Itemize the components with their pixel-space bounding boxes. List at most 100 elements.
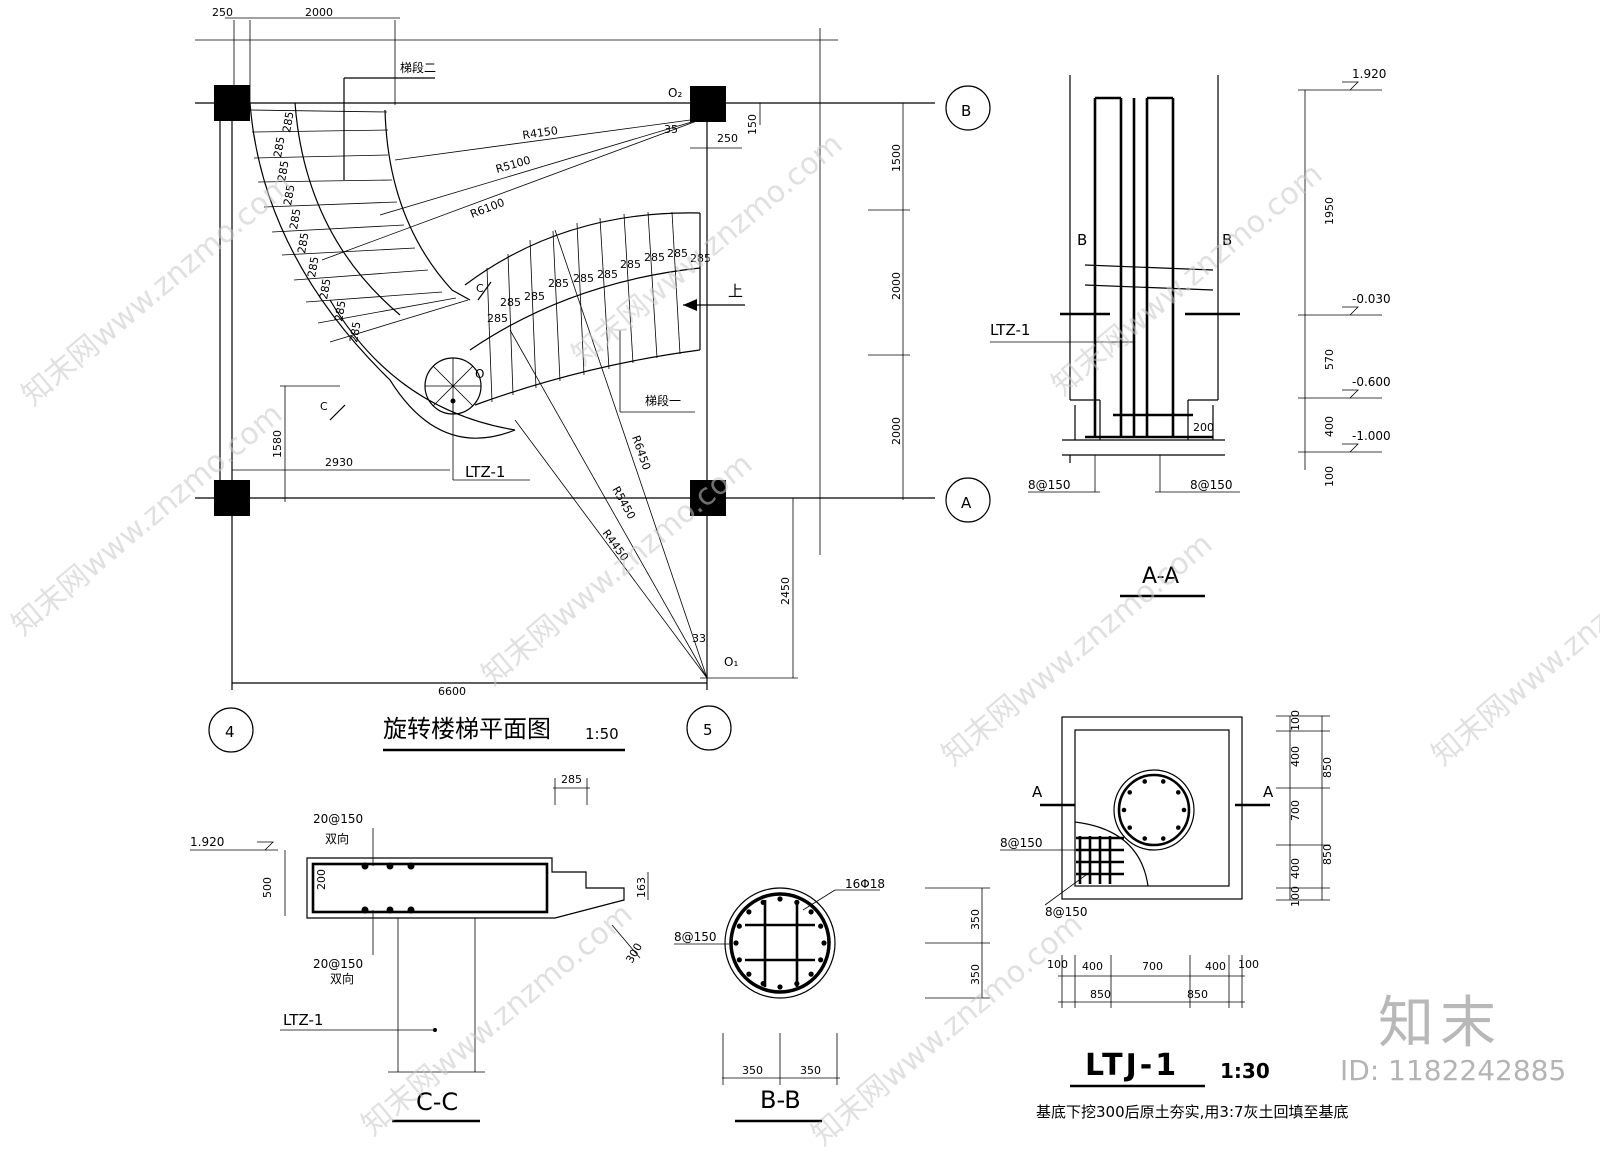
bb-main-bar-dot xyxy=(818,923,824,929)
cc-dim-500: 500 xyxy=(261,877,274,898)
tread-line xyxy=(671,211,681,355)
bb-main-bar-dot xyxy=(777,896,783,902)
flight1-treads xyxy=(486,211,681,403)
axis-bubble-5 xyxy=(686,705,732,751)
column-b5 xyxy=(690,86,726,122)
aa-vdim-400: 400 xyxy=(1323,416,1336,437)
axis-label-4: 4 xyxy=(225,723,235,741)
cc-bottom-bar-3 xyxy=(407,906,415,914)
bb-main-bar-dot xyxy=(808,909,814,915)
radius-r6450-line xyxy=(554,229,708,679)
ltj-note: 基底下挖300后原土夯实,用3:7灰土回填至基底 xyxy=(1036,1103,1349,1121)
cc-bottom-rebar: 20@150 xyxy=(313,957,363,971)
watermark-id: ID: 1182242885 xyxy=(1340,1054,1567,1087)
ltj-rebar-top: 8@150 xyxy=(1000,836,1043,850)
ltj-rdim-100-a: 100 xyxy=(1289,710,1302,731)
ltj-column-stirrup xyxy=(1117,773,1191,847)
axis-bubble-4 xyxy=(208,707,254,753)
cc-dim-200: 200 xyxy=(315,869,328,890)
tread-dim-285: 285 xyxy=(667,247,688,260)
ltj-bottom-ticks xyxy=(1061,955,1243,1008)
ltj-rebar-bottom-leader xyxy=(1044,871,1091,906)
tread-dim-285: 285 xyxy=(500,296,521,309)
tread-line xyxy=(329,299,469,343)
tread-line xyxy=(249,109,388,113)
section-bb: 16Φ18 8@150 350 350 350 350 B-B xyxy=(674,877,990,1123)
ltj-title: LTJ-1 xyxy=(1085,1048,1179,1083)
tread-line xyxy=(257,179,393,183)
ltj-btotal-850-a: 850 xyxy=(1090,988,1111,1001)
tread-dim-285: 285 xyxy=(281,184,297,207)
radius-r6100: R6100 xyxy=(468,196,506,221)
aa-rebar-left: 8@150 xyxy=(1028,478,1071,492)
ltj-rtotal-850-a: 850 xyxy=(1321,757,1334,778)
aa-ltz-label: LTZ-1 xyxy=(990,321,1030,339)
ltj-bdim-400-b: 400 xyxy=(1205,960,1226,973)
cc-top-bar-3 xyxy=(407,862,415,870)
center-post-spokes xyxy=(425,358,481,414)
break-mark-2 xyxy=(1084,284,1214,291)
ltj-bar-dot xyxy=(1175,825,1181,830)
tread-dim-285: 285 xyxy=(317,278,333,301)
flight2-inner-edge xyxy=(384,109,471,301)
ltj-bdim-100-a: 100 xyxy=(1047,958,1068,971)
cc-top-bar-2 xyxy=(386,862,394,870)
elevation-triangle xyxy=(1342,389,1359,399)
cc-elevation: 1.920 xyxy=(190,835,224,849)
radius-r5450: R5450 xyxy=(609,484,638,521)
bb-dim-350-a: 350 xyxy=(742,1064,763,1077)
dim-2000-a: 2000 xyxy=(890,272,903,300)
ltj-bar-dot xyxy=(1181,807,1187,813)
up-label: 上 xyxy=(728,282,743,300)
tread-dim-285: 285 xyxy=(275,160,291,183)
cut-mark-c-upper xyxy=(477,281,492,301)
tread-dim-285: 285 xyxy=(287,208,303,231)
dim-150: 150 xyxy=(746,114,759,135)
radius-r6100-line xyxy=(321,117,706,261)
flight2-label: 梯段二 xyxy=(400,60,436,75)
tread-line xyxy=(576,222,585,376)
elevation-marks: 1.920-0.030-0.600-1.000 xyxy=(1342,67,1391,453)
cc-top-note: 双向 xyxy=(325,831,349,846)
cut-label-b-left: B xyxy=(1077,231,1087,249)
ltj-bar-dot xyxy=(1175,790,1181,795)
radius-r4450: R4450 xyxy=(600,527,631,563)
ltj-rdim-100-b: 100 xyxy=(1289,886,1302,907)
tread-line xyxy=(623,213,634,364)
ltj-btotal-850-b: 850 xyxy=(1187,988,1208,1001)
ltj-bar-dot xyxy=(1121,807,1127,813)
tread-line xyxy=(507,253,514,396)
dim-1500: 1500 xyxy=(890,144,903,172)
cc-bottom-bar-1 xyxy=(361,906,369,914)
ltj-right-ticks xyxy=(1276,715,1330,901)
center-o-label: O xyxy=(475,367,484,381)
cc-beam-rebar-cage xyxy=(311,862,549,914)
bb-main-bar-dot xyxy=(821,940,827,946)
cc-ltz-dot xyxy=(433,1028,437,1032)
aa-vdim-100: 100 xyxy=(1323,466,1336,487)
elevation-value: -0.030 xyxy=(1352,292,1391,306)
radius-r5100: R5100 xyxy=(494,154,532,176)
plan-title: 旋转楼梯平面图 xyxy=(383,715,551,743)
dim-1580: 1580 xyxy=(271,430,284,458)
ltj-bdim-400-a: 400 xyxy=(1082,960,1103,973)
ltj-bdim-700: 700 xyxy=(1142,960,1163,973)
elevation-value: 1.920 xyxy=(1352,67,1386,81)
cut-label-b-right: B xyxy=(1222,231,1232,249)
bb-main-bar-dot xyxy=(794,981,800,987)
dim-6600: 6600 xyxy=(438,685,466,698)
axis-bubble-a xyxy=(945,477,991,523)
bb-column-outline xyxy=(724,887,836,999)
tread-dim-285: 285 xyxy=(347,321,363,344)
ltj-bar-dot xyxy=(1142,836,1148,841)
tread-line xyxy=(647,211,658,359)
ltj-rebar-bottom: 8@150 xyxy=(1045,905,1088,919)
elevation-value: -1.000 xyxy=(1352,429,1391,443)
cc-top-bar-1 xyxy=(361,862,369,870)
ltj-1-foundation: A A 8@150 8@150 100 400 700 400 100 850 … xyxy=(1000,710,1349,1121)
ltj-rdim-700: 700 xyxy=(1289,800,1302,821)
tread-line xyxy=(281,247,416,256)
radius-r4150: R4150 xyxy=(522,124,559,142)
cc-bottom-note: 双向 xyxy=(330,971,354,986)
